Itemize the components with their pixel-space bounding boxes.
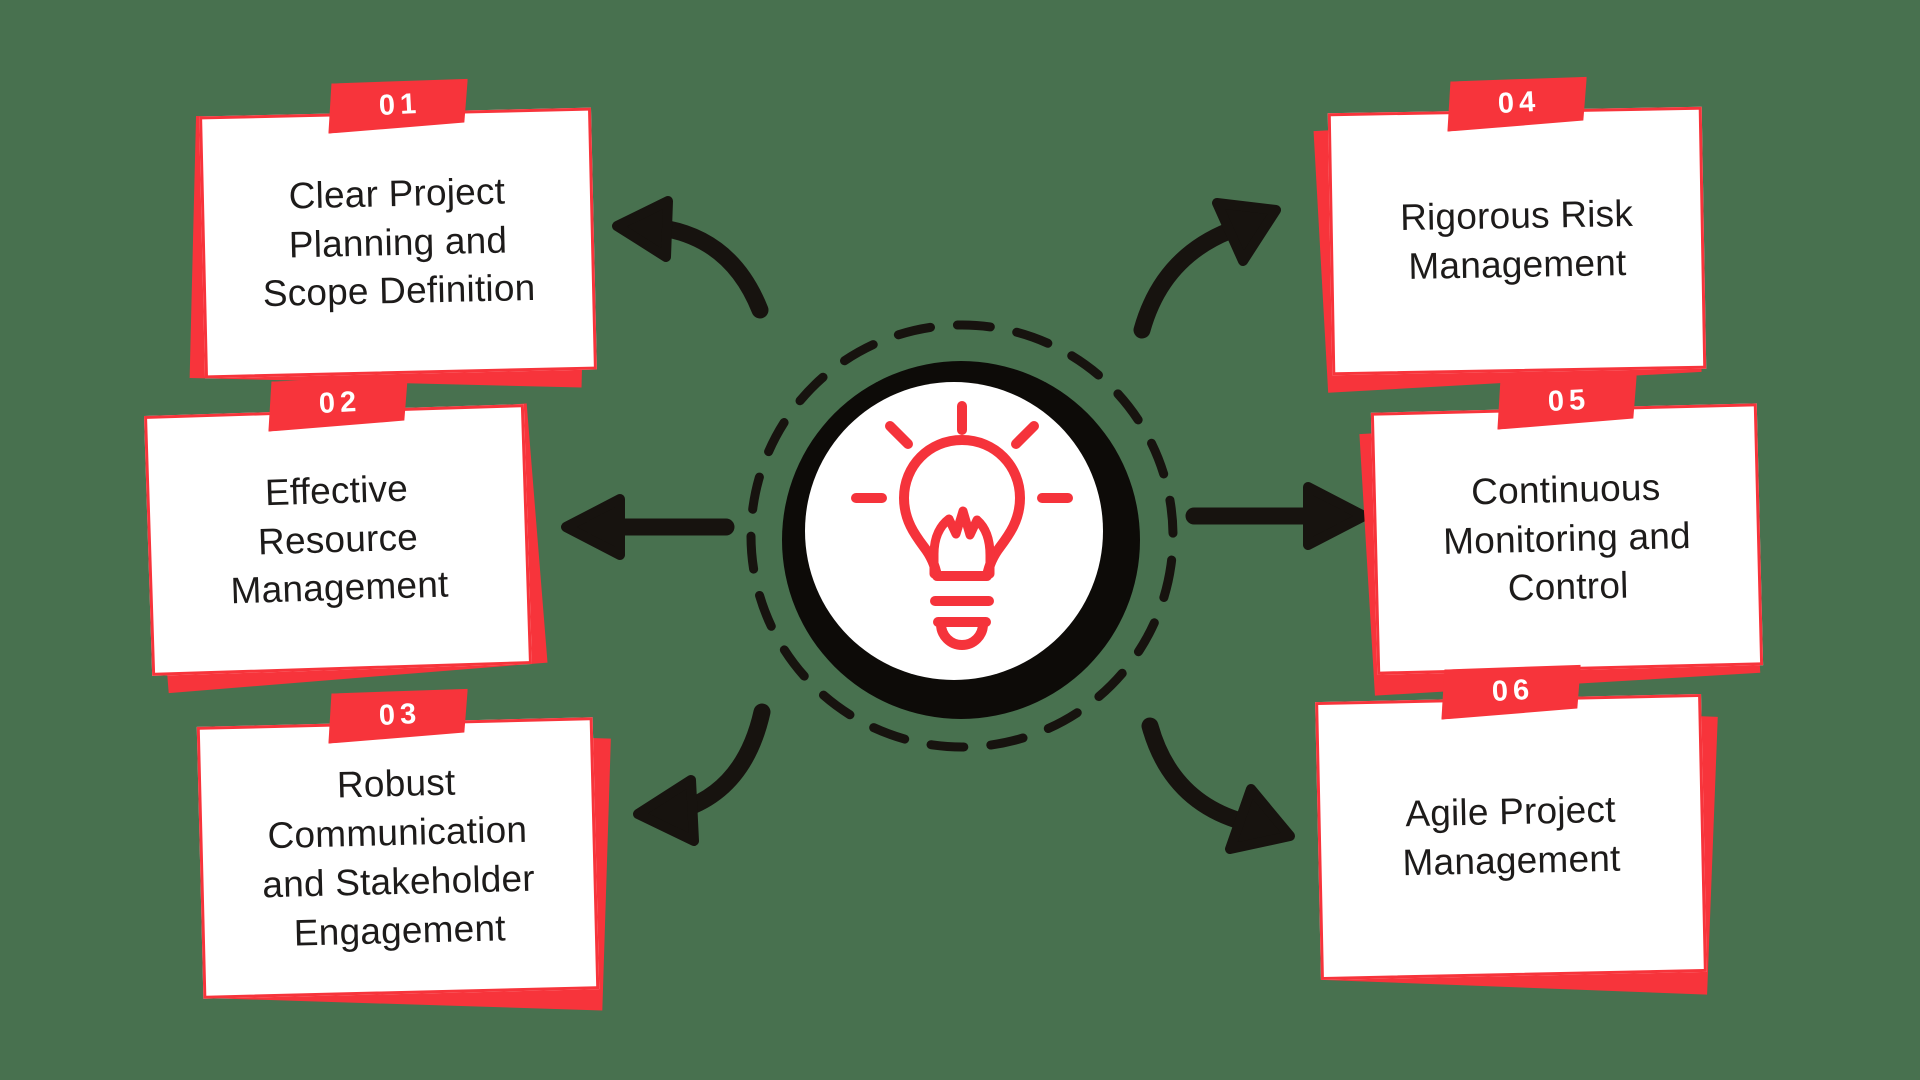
arrow-to-card-05 <box>1185 482 1369 550</box>
lightbulb-icon <box>851 401 1073 650</box>
arrow-to-card-02 <box>561 494 735 560</box>
card-04-number: 04 <box>1497 85 1541 120</box>
card-05-paper: Continuous Monitoring and Control <box>1370 403 1764 675</box>
card-01-number: 01 <box>378 87 422 122</box>
card-03-paper: Robust Communication and Stakeholder Eng… <box>196 717 600 999</box>
ray-top-right <box>1011 421 1039 449</box>
arrow-to-card-06 <box>1141 717 1295 854</box>
card-01: Clear Project Planning and Scope Definit… <box>189 112 597 388</box>
card-03: Robust Communication and Stakeholder Eng… <box>196 722 611 1011</box>
card-06-paper: Agile Project Management <box>1315 693 1707 981</box>
card-05-title: Continuous Monitoring and Control <box>1442 466 1692 609</box>
card-01-paper: Clear Project Planning and Scope Definit… <box>199 107 597 379</box>
ray-top-left <box>885 421 913 449</box>
card-06-number: 06 <box>1491 673 1535 708</box>
arrow-to-card-03 <box>633 703 771 846</box>
card-06: Agile Project Management 06 <box>1315 698 1718 995</box>
card-05-number: 05 <box>1547 383 1591 418</box>
card-04-paper: Rigorous Risk Management <box>1327 106 1707 376</box>
card-05: Continuous Monitoring and Control 05 <box>1359 408 1764 696</box>
card-02: Effective Resource Management 02 <box>144 410 548 694</box>
card-04-title: Rigorous Risk Management <box>1399 193 1634 287</box>
card-02-number: 02 <box>318 385 362 420</box>
arrow-to-card-04 <box>1133 198 1281 339</box>
card-03-title: Robust Communication and Stakeholder Eng… <box>261 761 536 954</box>
card-02-paper: Effective Resource Management <box>144 404 532 676</box>
card-06-title: Agile Project Management <box>1402 788 1621 884</box>
arrow-to-card-01 <box>612 196 769 319</box>
card-03-number: 03 <box>378 697 422 732</box>
card-02-title: Effective Resource Management <box>229 467 450 612</box>
dashed-circle <box>746 320 1178 752</box>
card-04: Rigorous Risk Management 04 <box>1313 106 1707 393</box>
card-01-title: Clear Project Planning and Scope Definit… <box>262 170 536 315</box>
